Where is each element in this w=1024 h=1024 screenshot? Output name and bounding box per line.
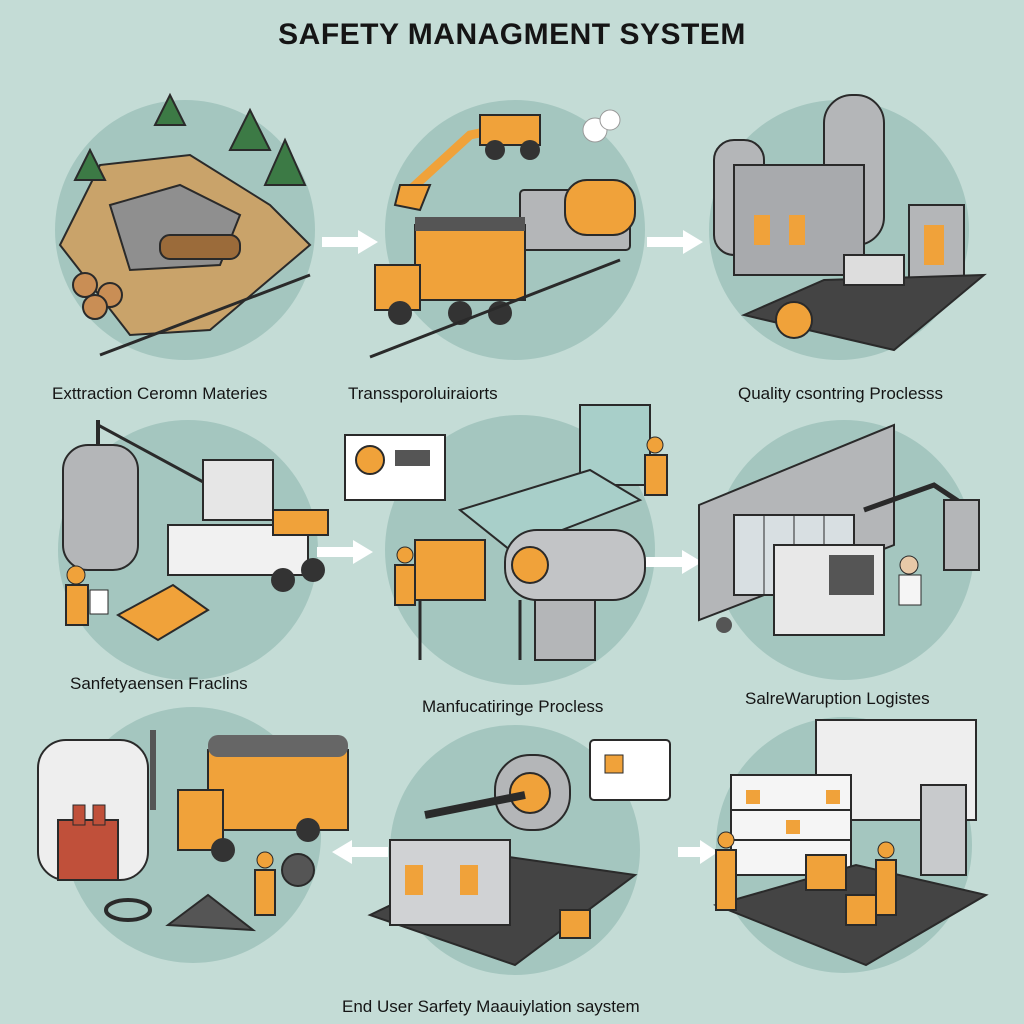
- manufacturing-line-icon: [344, 404, 668, 661]
- stage-label-2: Transsporoluiraiorts: [348, 384, 498, 403]
- page-title: SAFETY MANAGMENT SYSTEM: [278, 18, 746, 51]
- stage-mitigation: [365, 725, 685, 975]
- stage-end-user-supply: [18, 700, 358, 970]
- stage-manufacturing: [340, 400, 680, 685]
- control-panel-icon: [62, 420, 329, 642]
- flow-arrow-6: [676, 838, 720, 866]
- stage-warehouse: [706, 715, 996, 975]
- stage-label-1: Exttraction Ceromn Materies: [52, 384, 268, 403]
- stage-label-7: End User Sarfety Maauiylation saystem: [342, 997, 640, 1016]
- tank-truck-icon: [37, 730, 349, 932]
- flow-arrow-1: [320, 228, 380, 256]
- cnc-machine-icon: [698, 423, 980, 636]
- dump-truck-icon: [369, 109, 636, 359]
- stage-extraction: [40, 92, 330, 365]
- stage-label-4: Sanfetyaensen Fraclins: [70, 674, 248, 693]
- turbine-icon: [367, 739, 671, 967]
- factory-silo-icon: [713, 94, 987, 352]
- flow-arrow-2: [645, 228, 705, 256]
- stage-label-6: SalreWaruption Logistes: [745, 689, 930, 708]
- quarry-icon: [58, 92, 312, 357]
- stage-transportation: [369, 95, 660, 365]
- stage-quality-control: [694, 94, 987, 365]
- stage-logistics: [694, 415, 994, 680]
- flow-arrow-4: [644, 548, 704, 576]
- stage-label-5: Manfucatiringe Procless: [422, 697, 604, 716]
- warehouse-shelves-icon: [712, 719, 989, 967]
- stage-label-3: Quality csontring Proclesss: [738, 384, 944, 403]
- flow-arrow-5: [330, 838, 390, 866]
- flow-arrow-3: [315, 538, 375, 566]
- stage-safety-facilities: [48, 415, 338, 680]
